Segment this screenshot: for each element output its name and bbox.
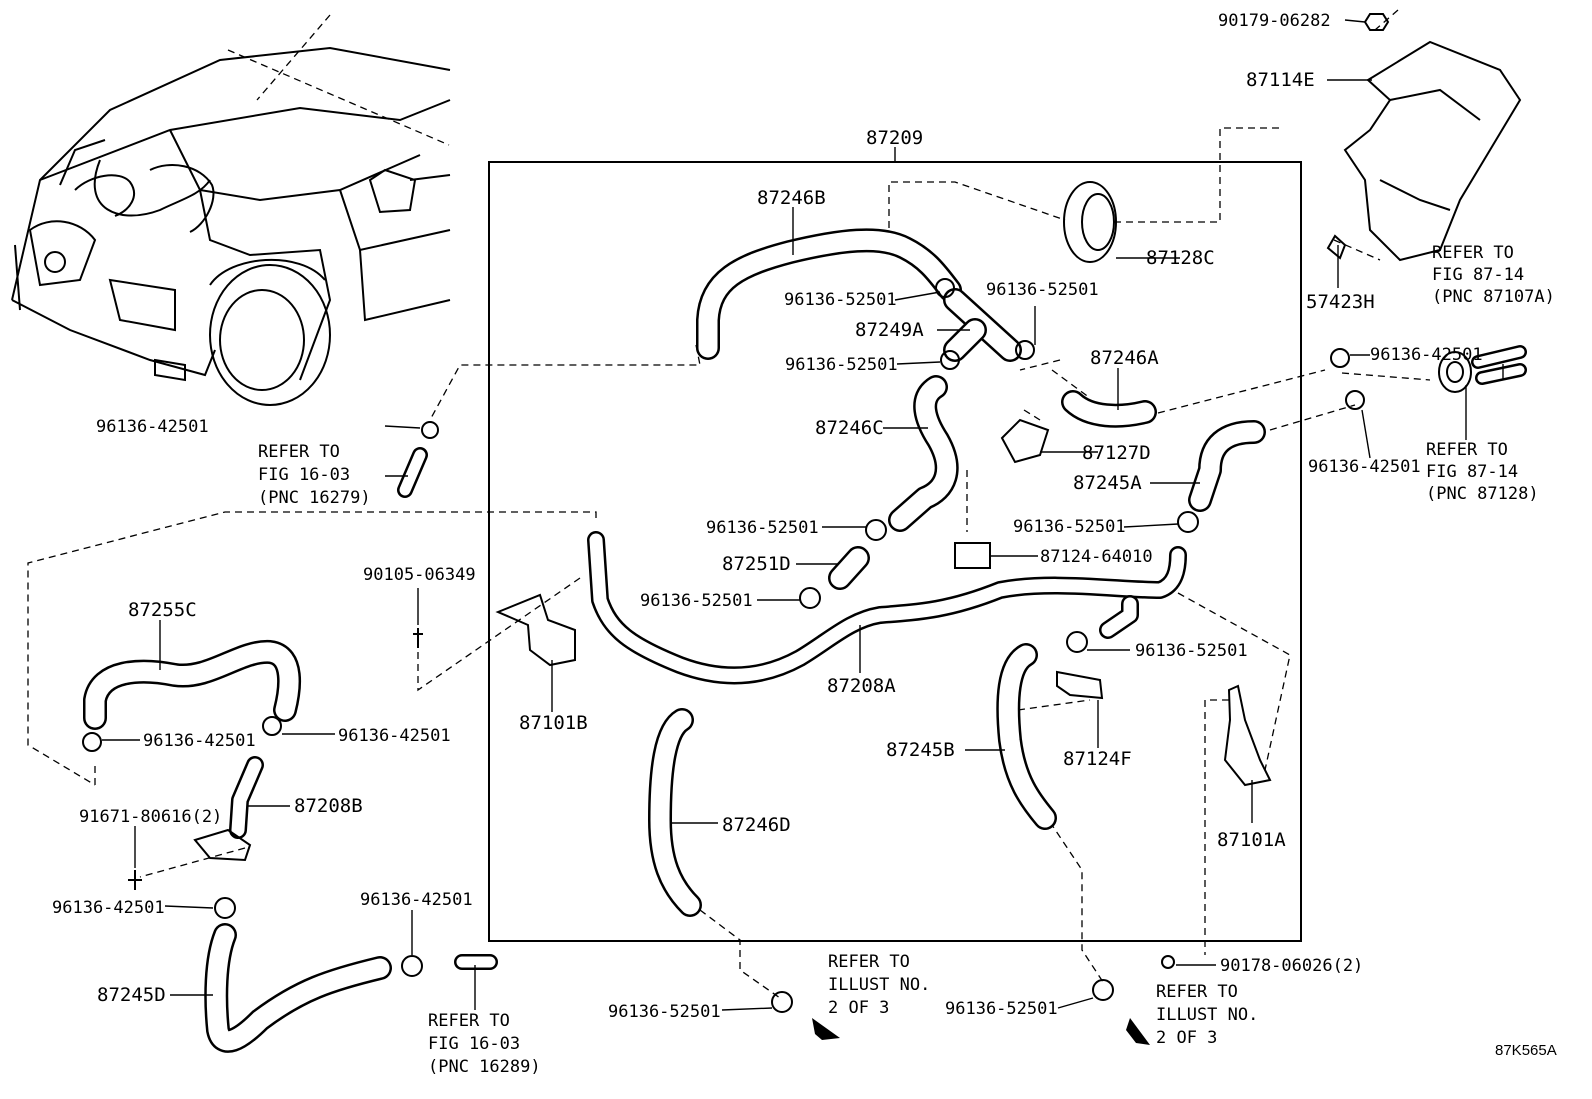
- ref-fig-16-03-pnc-16279: REFER TO FIG 16-03 (PNC 16279): [258, 442, 371, 508]
- label-96136-52501-c: 96136-52501: [785, 355, 898, 375]
- label-96136-52501-a: 96136-52501: [784, 290, 897, 310]
- ref-illust-2-of-3-a: REFER TO ILLUST NO. 2 OF 3: [828, 952, 930, 1018]
- label-87114e: 87114E: [1246, 69, 1315, 91]
- svg-text:ILLUST NO.: ILLUST NO.: [1156, 1005, 1258, 1025]
- label-87255c: 87255C: [128, 599, 197, 621]
- svg-text:FIG 16-03: FIG 16-03: [428, 1034, 520, 1054]
- label-87128c: 87128C: [1146, 247, 1215, 269]
- label-96136-52501-h: 96136-52501: [608, 1002, 721, 1022]
- label-96136-52501-e: 96136-52501: [1013, 517, 1126, 537]
- label-90105-06349: 90105-06349: [363, 565, 476, 585]
- ref-fig-87-14-pnc-87107a: REFER TO FIG 87-14 (PNC 87107A): [1432, 243, 1555, 307]
- label-87101a: 87101A: [1217, 829, 1286, 851]
- label-91671-80616: 91671-80616(2): [79, 807, 222, 827]
- label-96136-42501-f: 96136-42501: [52, 898, 165, 918]
- diagram-code: 87K565A: [1495, 1042, 1557, 1059]
- svg-text:FIG 87-14: FIG 87-14: [1432, 265, 1524, 285]
- label-96136-52501-f: 96136-52501: [640, 591, 753, 611]
- label-87127d: 87127D: [1082, 442, 1151, 464]
- label-87209: 87209: [866, 127, 923, 149]
- label-87246c: 87246C: [815, 417, 884, 439]
- clamps: [82, 278, 1365, 1013]
- svg-text:(PNC 87107A): (PNC 87107A): [1432, 287, 1555, 307]
- label-87246a: 87246A: [1090, 347, 1159, 369]
- label-96136-52501-g: 96136-52501: [1135, 641, 1248, 661]
- label-87246b: 87246B: [757, 187, 826, 209]
- label-96136-42501-c: 96136-42501: [96, 417, 209, 437]
- label-87208a: 87208A: [827, 675, 896, 697]
- svg-text:REFER TO: REFER TO: [1156, 982, 1238, 1002]
- label-87124-64010: 87124-64010: [1040, 547, 1153, 567]
- label-96136-52501-i: 96136-52501: [945, 999, 1058, 1019]
- label-96136-42501-d: 96136-42501: [143, 731, 256, 751]
- label-96136-52501-d: 96136-52501: [706, 518, 819, 538]
- label-96136-42501-b: 96136-42501: [1308, 457, 1421, 477]
- svg-text:FIG 16-03: FIG 16-03: [258, 465, 350, 485]
- brackets: [128, 13, 1522, 969]
- ref-illust-2-of-3-b: REFER TO ILLUST NO. 2 OF 3: [1156, 982, 1258, 1048]
- svg-text:REFER TO: REFER TO: [828, 952, 910, 972]
- label-87124f: 87124F: [1063, 748, 1132, 770]
- label-90179-06282: 90179-06282: [1218, 11, 1331, 31]
- label-90178-06026: 90178-06026(2): [1220, 956, 1363, 976]
- svg-text:REFER TO: REFER TO: [258, 442, 340, 462]
- svg-text:REFER TO: REFER TO: [1432, 243, 1514, 263]
- part-labels: 90179-06282 87114E 87209 87246B 87128C 9…: [52, 11, 1483, 1022]
- svg-text:REFER TO: REFER TO: [1426, 440, 1508, 460]
- dashed-leaders: [27, 9, 1431, 999]
- reference-arrows: [812, 1018, 1150, 1045]
- svg-text:(PNC 16289): (PNC 16289): [428, 1057, 541, 1077]
- svg-text:FIG 87-14: FIG 87-14: [1426, 462, 1518, 482]
- label-87245d: 87245D: [97, 984, 166, 1006]
- ref-fig-87-14-pnc-87128: REFER TO FIG 87-14 (PNC 87128): [1426, 440, 1539, 504]
- svg-text:ILLUST NO.: ILLUST NO.: [828, 975, 930, 995]
- svg-text:REFER TO: REFER TO: [428, 1011, 510, 1031]
- label-leaders: [102, 19, 1504, 1011]
- label-96136-42501-g: 96136-42501: [360, 890, 473, 910]
- hoses: [83, 228, 1527, 1053]
- label-96136-52501-b: 96136-52501: [986, 280, 1099, 300]
- label-87249a: 87249A: [855, 319, 924, 341]
- label-87245a: 87245A: [1073, 472, 1142, 494]
- svg-text:2 OF 3: 2 OF 3: [828, 998, 889, 1018]
- svg-text:(PNC 16279): (PNC 16279): [258, 488, 371, 508]
- label-96136-42501-e: 96136-42501: [338, 726, 451, 746]
- label-57423h: 57423H: [1306, 291, 1375, 313]
- label-87251d: 87251D: [722, 553, 791, 575]
- label-87246d: 87246D: [722, 814, 791, 836]
- label-87208b: 87208B: [294, 795, 363, 817]
- vehicle-illustration: [11, 46, 451, 406]
- label-87101b: 87101B: [519, 712, 588, 734]
- label-96136-42501-a: 96136-42501: [1370, 345, 1483, 365]
- svg-text:2 OF 3: 2 OF 3: [1156, 1028, 1217, 1048]
- ref-fig-16-03-pnc-16289: REFER TO FIG 16-03 (PNC 16289): [428, 1011, 541, 1077]
- label-87245b: 87245B: [886, 739, 955, 761]
- reference-notes: REFER TO FIG 16-03 (PNC 16279) REFER TO …: [258, 243, 1555, 1077]
- svg-text:(PNC 87128): (PNC 87128): [1426, 484, 1539, 504]
